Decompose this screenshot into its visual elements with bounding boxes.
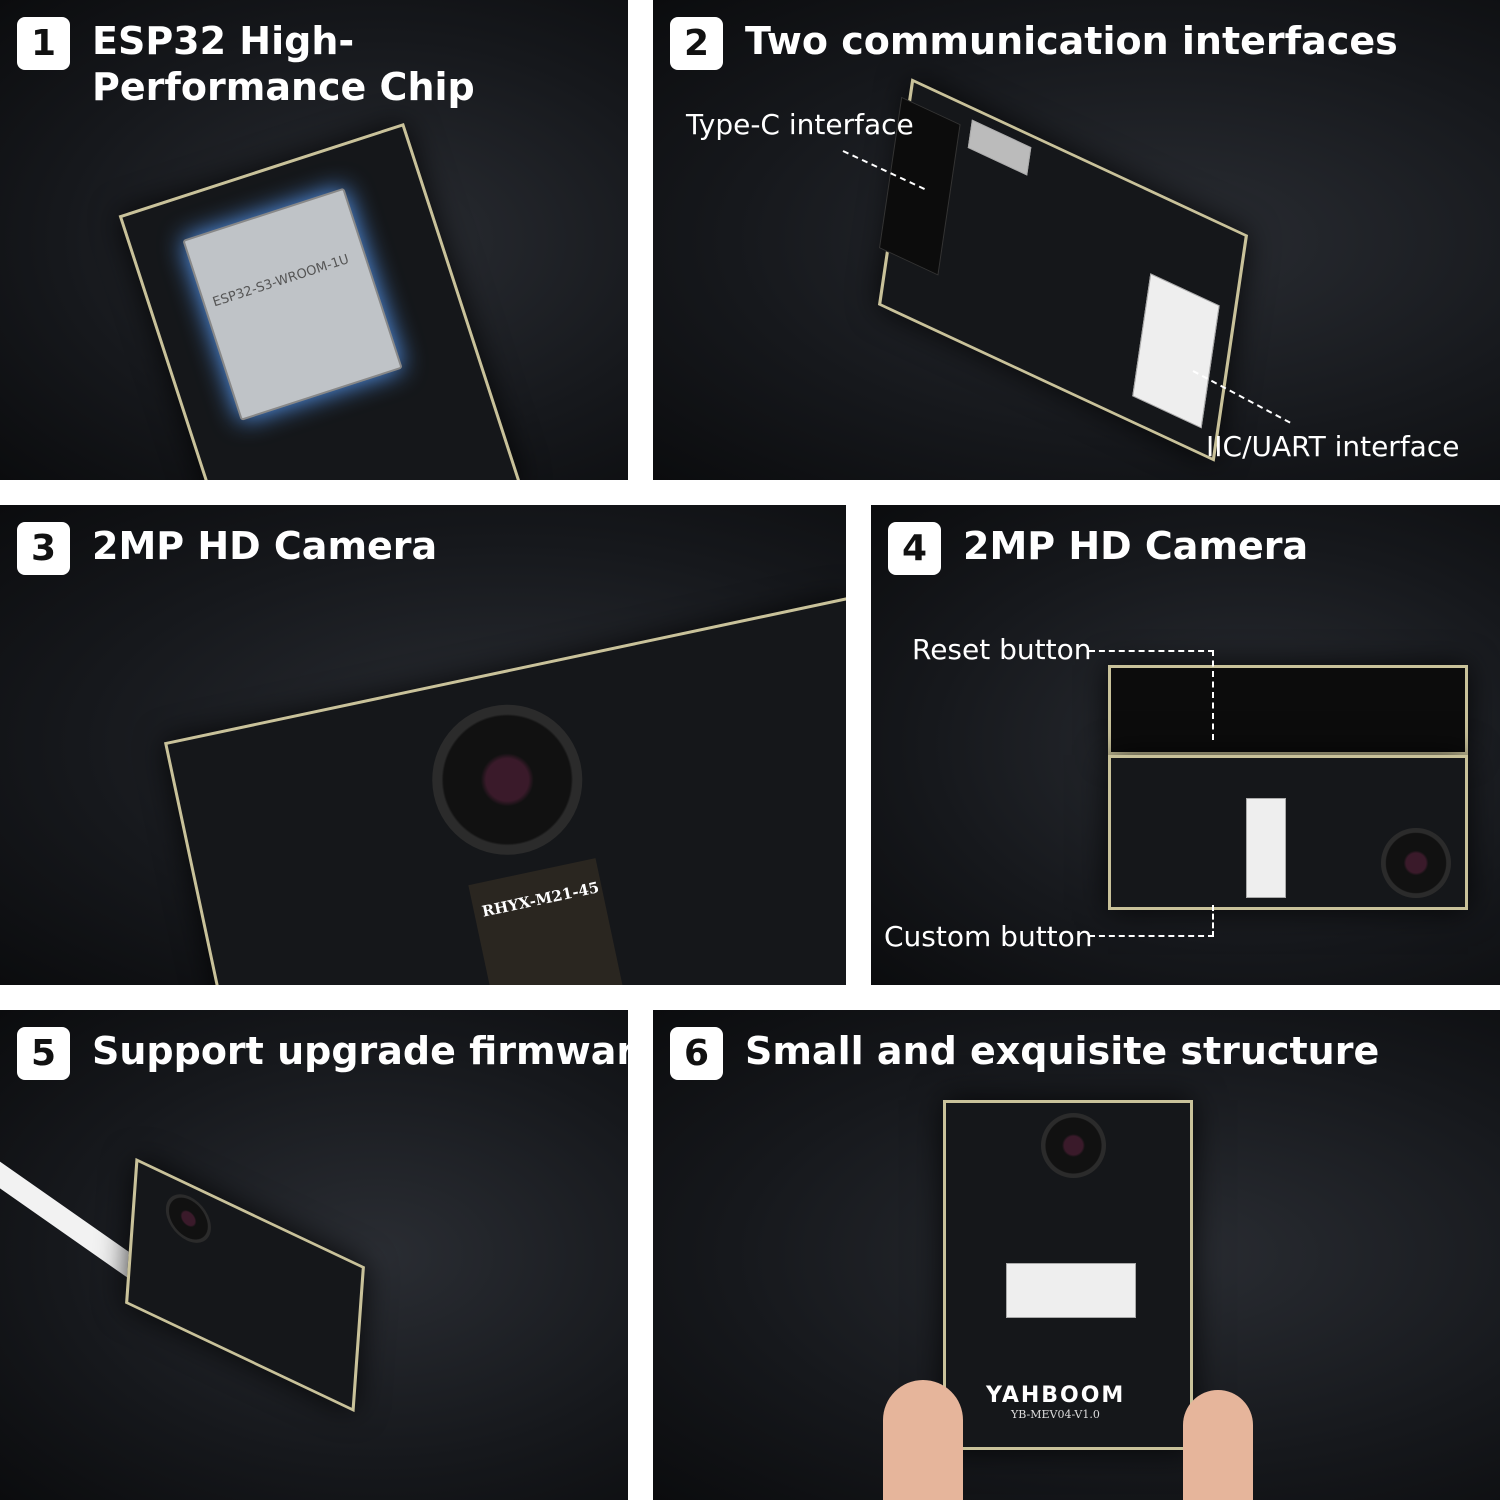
panel-number-badge: 5 — [17, 1027, 70, 1080]
camera-marking: RHYX-M21-45 — [480, 878, 601, 921]
panel-number-badge: 3 — [17, 522, 70, 575]
panel-title: Support upgrade firmware — [92, 1029, 628, 1073]
panel-communication-interfaces: 2 Two communication interfaces Type-C in… — [653, 0, 1500, 480]
panel-small-structure: YAHBOOM YB-MEV04-V1.0 6 Small and exquis… — [653, 1010, 1500, 1500]
camera-board-photo — [125, 1157, 365, 1413]
esp32-module: ESP32-S3-WROOM-1U — [182, 187, 403, 421]
camera-flex-cable: RHYX-M21-45 — [468, 858, 638, 985]
panel-title: 2MP HD Camera — [963, 524, 1309, 568]
camera-board-photo: YAHBOOM YB-MEV04-V1.0 — [943, 1100, 1193, 1450]
callout-line — [1089, 905, 1214, 937]
ffc-connector — [1246, 798, 1286, 898]
panel-number-badge: 1 — [17, 17, 70, 70]
callout-reset-button: Reset button — [912, 633, 1092, 666]
ffc-connector — [1006, 1263, 1136, 1318]
board-model: YB-MEV04-V1.0 — [1011, 1408, 1100, 1421]
panel-title: 2MP HD Camera — [92, 524, 438, 568]
panel-camera-buttons: 4 2MP HD Camera Reset button Custom butt… — [871, 505, 1500, 985]
adapter-board-photo — [877, 78, 1249, 462]
panel-number-badge: 2 — [670, 17, 723, 70]
panel-title: ESP32 High-Performance Chip — [92, 19, 475, 109]
iic-uart-connector — [1132, 273, 1220, 429]
panel-number-badge: 6 — [670, 1027, 723, 1080]
camera-board-photo: RHYX-M21-45 — [163, 596, 846, 985]
type-c-port — [967, 119, 1032, 176]
panel-camera-closeup: RHYX-M21-45 3 2MP HD Camera — [0, 505, 846, 985]
camera-board-side-photo — [1108, 665, 1468, 755]
fingers-holding-board — [1183, 1390, 1253, 1500]
esp32-board-photo: ESP32-S3-WROOM-1U — [118, 122, 522, 480]
camera-lens — [164, 1186, 213, 1252]
panel-number-badge: 4 — [888, 522, 941, 575]
callout-line — [1089, 650, 1214, 740]
camera-lens — [1041, 1113, 1106, 1178]
panel-title: Small and exquisite structure — [745, 1029, 1380, 1073]
fingers-holding-board — [883, 1380, 963, 1500]
panel-title: Two communication interfaces — [745, 19, 1398, 63]
brand-logo: YAHBOOM — [986, 1383, 1126, 1408]
callout-iic-uart: IIC/UART interface — [1206, 430, 1460, 463]
camera-lens — [418, 690, 597, 869]
chip-marking: ESP32-S3-WROOM-1U — [210, 252, 351, 311]
callout-custom-button: Custom button — [884, 920, 1093, 953]
panel-esp32-chip: ESP32-S3-WROOM-1U 1 ESP32 High-Performan… — [0, 0, 628, 480]
panel-firmware-upgrade: 5 Support upgrade firmware — [0, 1010, 628, 1500]
callout-type-c: Type-C interface — [686, 108, 914, 141]
camera-board-photo — [1108, 755, 1468, 910]
camera-lens — [1381, 828, 1451, 898]
